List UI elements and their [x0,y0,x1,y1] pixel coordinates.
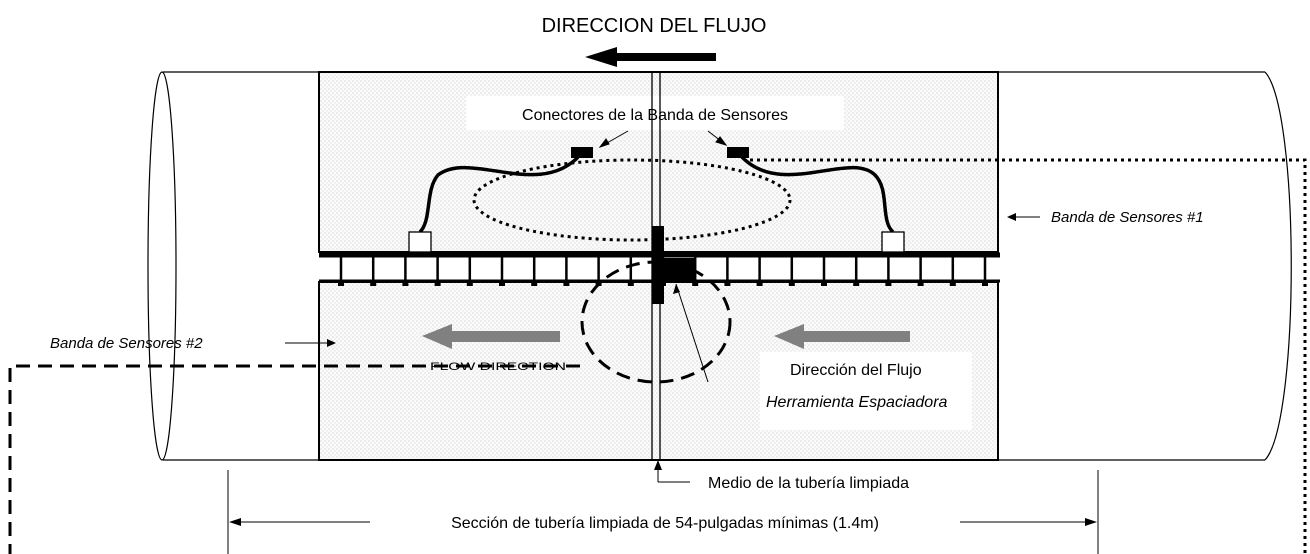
flow-arrow-left-gray [422,324,560,349]
rail-tick-foot [434,282,441,286]
rail-tick-foot [917,282,924,286]
spacer-tool [652,226,696,304]
right-cable [738,153,895,234]
rail-tick-foot [756,282,763,286]
right-sensor-box [881,231,905,253]
cleaned-section-dimension [227,470,1099,554]
flow-es-label-bg [760,352,972,430]
sensor-cables [408,147,905,253]
left-sensor-box [408,231,432,253]
right-connector [727,147,749,158]
rail-tick-foot [885,282,892,286]
rail-tick-foot [370,282,377,286]
rail-tick-foot [499,282,505,286]
pipe-left-end [147,71,177,461]
rail-tick-foot [788,282,795,286]
rail-tick-foot [627,282,634,286]
band2-label-arrow [285,339,336,347]
rail-tick-foot [338,282,344,286]
flow-arrow-right-gray [774,324,910,349]
diagram-title: DIRECCION DEL FLUJO [542,15,767,37]
pipe-middle-marker [654,460,690,483]
rail-tick-foot [466,282,473,286]
rail-tick-foot [531,282,538,286]
connectors-label: Conectores de la Banda de Sensores [522,107,788,124]
band2-dashed-leader [8,364,580,554]
pipe-middle-label: Medio de la tubería limpiada [708,475,909,492]
connectors-label-bg [466,96,844,130]
connectors-highlight-ellipse [472,158,792,242]
left-connector [571,147,593,158]
connector-label-arrows [598,130,728,148]
rail-tick-foot [692,282,699,286]
flow-direction-en-label: FLOW DIRECTION [430,361,566,373]
flow-arrow-top [585,47,716,67]
band1-label-arrow [1007,213,1040,221]
band2-label: Banda de Sensores #2 [50,335,203,352]
rail-tick-foot [821,282,827,286]
rail-tick-foot [724,282,731,286]
band1-label: Banda de Sensores #1 [1051,209,1204,226]
spacer-tool-leader [673,283,709,383]
flow-direction-es-label: Dirección del Flujo [790,362,922,379]
spacer-highlight-circle [580,260,732,384]
spacer-tool-label: Herramienta Espaciadora [766,394,948,411]
pipe-right-end [1264,71,1292,461]
rail-tick-foot [563,282,570,286]
left-cable [418,153,582,234]
rail-tick-foot [982,282,988,286]
cleaned-section-label: Sección de tubería limpiada de 54-pulgad… [451,515,879,532]
rail-tick-foot [949,282,956,286]
band1-dotted-leader [750,158,1307,554]
rail-tick-foot [853,282,860,286]
rail-tick-foot [402,282,409,286]
